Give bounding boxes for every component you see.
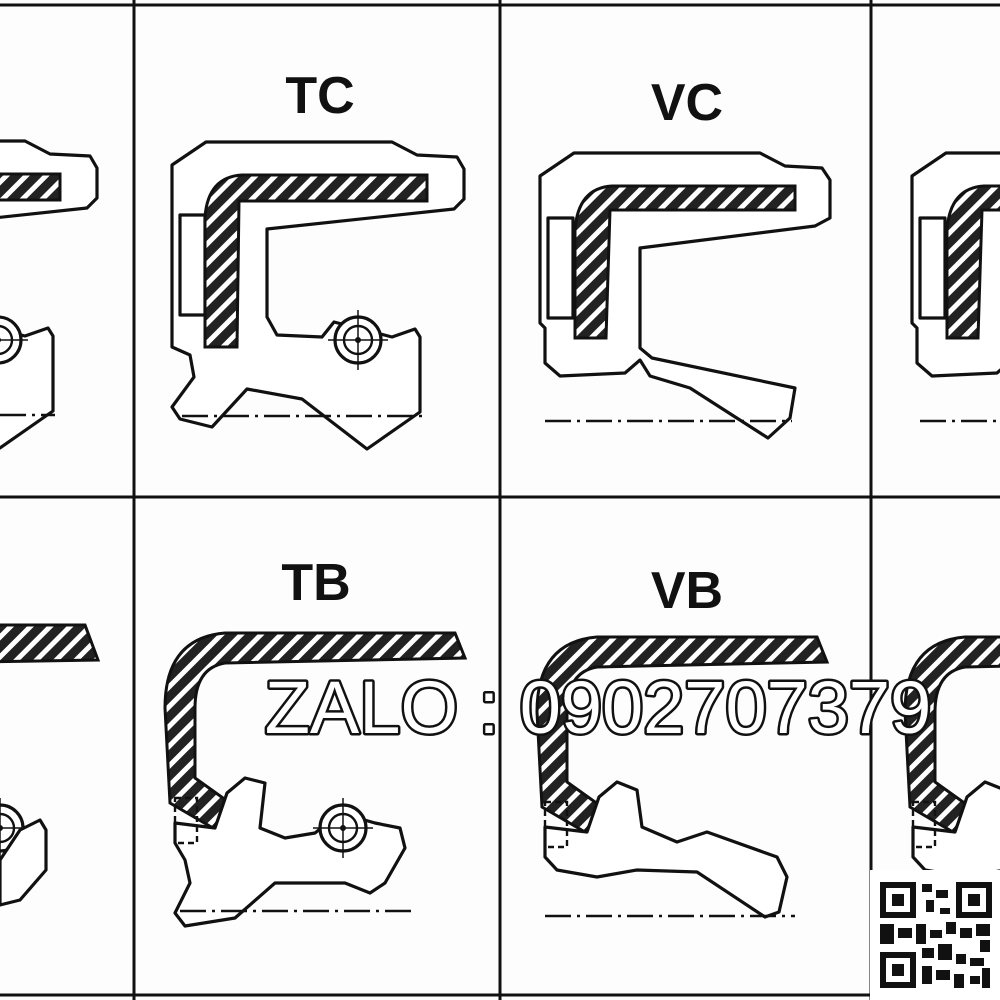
seal-drawing-tc	[170, 140, 466, 451]
seal-cell-tb: TB	[163, 554, 467, 928]
seal-drawing-partial-left-top	[0, 139, 99, 450]
seal-drawing-partial-right-top	[910, 151, 1000, 440]
seal-drawing-partial-left-bottom	[0, 623, 101, 907]
seal-label-vb: VB	[651, 562, 723, 620]
seal-cell-tc: TC	[170, 67, 466, 451]
seal-drawing-vc	[538, 151, 832, 440]
seal-label-vc: VC	[651, 74, 723, 132]
seal-label-tb: TB	[281, 554, 350, 612]
seal-cell-vc: VC	[538, 74, 832, 440]
seal-label-tc: TC	[285, 67, 354, 125]
qr-code-icon	[870, 870, 1000, 1000]
seal-cell-vb: VB	[535, 562, 829, 919]
zalo-watermark: ZALO : 0902707379	[265, 666, 932, 749]
